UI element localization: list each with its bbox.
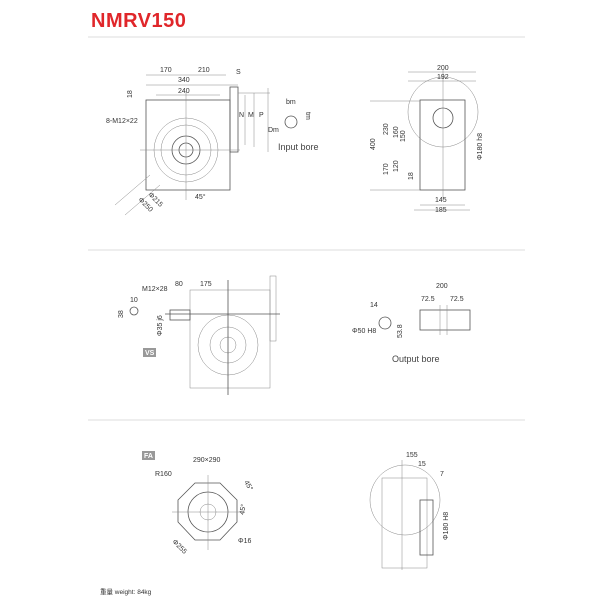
dim-160: 160 [393,126,400,138]
dim-m: M [248,112,254,119]
dim-d16: Φ16 [238,538,251,545]
dim-d35: Φ35 j6 [157,315,164,336]
dim-192: 192 [437,74,449,81]
input-bore-drawing [284,115,298,129]
dim-18: 18 [127,90,134,98]
dim-d50: Φ50 H8 [352,328,376,335]
input-bore-label: Input bore [278,142,319,152]
output-bore-drawing [378,305,471,335]
dim-150: 150 [400,130,407,142]
dim-80: 80 [175,281,183,288]
dim-45: 45° [238,503,248,515]
dim-p: P [259,112,264,119]
dim-dm: Dm [268,127,279,134]
dim-bolts: 8-M12×22 [106,118,138,125]
dim-s: S [236,69,241,76]
dim-m12x28: M12×28 [142,286,168,293]
weight-label: 重量 weight: 84kg [100,589,152,596]
dim-185: 185 [435,207,447,214]
dim-155: 155 [406,452,418,459]
dim-bm: bm [286,99,296,106]
dim-d255: Φ255 [171,538,188,555]
dim-d180: Φ180 H8 [443,512,450,540]
dim-400: 400 [370,138,377,150]
dim-145: 145 [435,197,447,204]
dim-340: 340 [178,77,190,84]
vs-tag [143,348,156,357]
dim-r160: R160 [155,471,172,478]
dim-170: 170 [383,163,390,175]
dim-tm: tm [304,112,311,120]
dim-n: N [239,112,244,119]
dim-angle: 45° [195,193,206,201]
dim-7: 7 [440,471,444,478]
dim-290x290: 290×290 [193,457,221,464]
dim-14: 14 [370,302,378,309]
dim-200: 200 [437,65,449,72]
front-view [114,74,270,216]
dim-53-8: 53.8 [397,324,404,338]
vs-view [129,275,280,395]
dim-72-5: 72.5 [450,296,464,303]
fa-tag-label: FA [144,453,153,460]
dim-175: 175 [200,281,212,288]
fa-view [172,475,245,550]
dim-38: 38 [118,310,125,318]
dim-72-5: 72.5 [421,296,435,303]
vs-tag-label: VS [145,350,155,357]
dim-10: 10 [130,297,138,304]
output-bore-label: Output bore [392,354,440,364]
dim-200: 200 [436,283,448,290]
dim-15: 15 [418,461,426,468]
dim-d180: Φ180 h8 [477,133,484,160]
dim-18: 18 [408,172,415,180]
dim-240: 240 [178,88,190,95]
page-title: NMRV150 [91,10,187,32]
dim-120: 120 [393,160,400,172]
dim-210: 210 [198,67,210,74]
side-view [370,70,479,211]
dim-230: 230 [383,123,390,135]
dim-170: 170 [160,67,172,74]
fa-side-view [369,460,441,570]
dim-45: 45° [242,479,254,492]
fa-tag [142,451,155,460]
